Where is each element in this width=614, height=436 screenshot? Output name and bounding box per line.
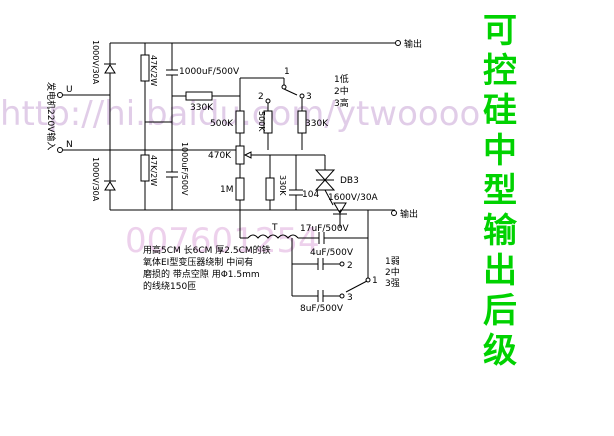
resistor-47k-bottom	[140, 154, 150, 182]
title-char-7: 出	[483, 251, 517, 291]
transformer-t: T	[247, 223, 299, 239]
output-terminal-top	[395, 40, 401, 46]
switch-top-n3: 3	[306, 92, 312, 102]
terminal-n-label: N	[66, 140, 73, 150]
switch-bottom-pole-3	[339, 293, 345, 299]
capacitor-8uf: 8uF/500V	[292, 290, 345, 314]
capacitor-4uf: 4uF/500V	[292, 248, 354, 270]
switch-top-pole-1	[281, 84, 287, 90]
resistor-330k-a	[185, 91, 213, 101]
switch-bottom-legend-3: 3强	[385, 278, 400, 289]
generator-input: 发电机220V输入 U N	[45, 82, 238, 153]
resistor-47k-bottom-label: 47K/2W	[149, 155, 158, 186]
title-char-4: 中	[483, 131, 517, 171]
watermark-number: 007601254	[125, 221, 320, 261]
capacitor-17uf-label: 17uF/500V	[300, 224, 350, 234]
switch-top-legend-2: 2中	[334, 85, 349, 97]
resistor-1m	[235, 177, 245, 201]
potentiometer-470k-label: 470K	[208, 151, 232, 161]
title-char-8: 后	[483, 291, 517, 331]
diode-bottom-label: 1000V/30A	[91, 157, 100, 202]
potentiometer-500k-label: 500K	[210, 119, 234, 129]
title-char-1: 可	[483, 11, 517, 51]
switch-top-pole-2	[265, 98, 271, 104]
winding-note-line-1: 用高5CM 长6CM 厚2.5CM的铁	[143, 244, 271, 256]
title-char-2: 控	[483, 51, 517, 91]
diode-bottom: 1000V/30A	[91, 157, 116, 202]
title-char-5: 型	[483, 171, 517, 211]
output-terminal-mid	[391, 210, 397, 216]
output-label-top: 输出	[404, 38, 422, 50]
switch-top-legend-1: 1低	[334, 73, 349, 85]
title-char-3: 硅	[483, 91, 517, 131]
potentiometer-500k	[235, 110, 245, 134]
diode-top: 1000V/30A	[91, 40, 116, 85]
resistor-500k-b	[263, 110, 273, 134]
winding-note: 用高5CM 长6CM 厚2.5CM的铁 氧体EI型变压器绕制 中间有 磨损的 带…	[143, 244, 271, 292]
winding-note-line-2: 氧体EI型变压器绕制 中间有	[143, 256, 253, 268]
switch-bottom-n1: 1	[372, 276, 378, 286]
resistor-1m-label: 1M	[220, 185, 234, 195]
switch-bottom-legend-2: 2中	[385, 266, 400, 278]
capacitor-104-label: 104	[302, 190, 319, 200]
switch-bottom-pole-2	[339, 261, 345, 267]
capacitor-top: 1000uF/500V	[166, 67, 240, 77]
resistor-330k-b-label: 330K	[305, 119, 329, 129]
capacitor-4uf-label: 4uF/500V	[310, 248, 354, 258]
resistor-330k-c	[265, 177, 275, 201]
switch-top-legend-3: 3高	[334, 97, 349, 109]
capacitor-8uf-label: 8uF/500V	[300, 304, 344, 314]
page-title: 可 控 硅 中 型 输 出 后 级	[483, 11, 518, 371]
title-char-6: 输	[483, 211, 518, 251]
capacitor-top-label: 1000uF/500V	[179, 67, 240, 77]
terminal-n	[57, 147, 63, 153]
output-label-mid: 输出	[400, 208, 418, 220]
winding-note-line-3: 磨损的 带点空隙 用Φ1.5mm	[143, 268, 260, 280]
potentiometer-470k-wiper	[243, 151, 252, 159]
scr-label: 1600V/30A	[328, 193, 379, 203]
title-char-9: 级	[483, 331, 517, 371]
capacitor-bottom-label: 1000uF/500V	[180, 142, 189, 196]
switch-top-n2: 2	[258, 92, 264, 102]
switch-bottom-n3: 3	[347, 293, 353, 303]
switch-top-n1: 1	[284, 67, 290, 77]
winding-note-line-4: 的线绕150匝	[143, 280, 196, 292]
switch-bottom-n2: 2	[347, 261, 353, 271]
scr-thyristor: 1600V/30A	[324, 189, 379, 215]
resistor-330k-c-label: 330K	[278, 175, 287, 196]
diode-top-label: 1000V/30A	[91, 40, 100, 85]
transformer-t-label: T	[271, 223, 278, 233]
switch-top-pole-3	[299, 93, 305, 99]
resistor-330k-b	[297, 110, 307, 134]
diac-db3: DB3	[314, 155, 359, 191]
diac-db3-label: DB3	[340, 176, 359, 186]
capacitor-bottom: 1000uF/500V	[166, 142, 189, 196]
terminal-u	[57, 92, 63, 98]
resistor-47k-top-label: 47K/2W	[149, 55, 158, 86]
switch-bottom: 1 2 3 1弱 2中 3强	[345, 238, 400, 303]
capacitor-17uf: 17uF/500V	[300, 224, 350, 244]
resistor-47k-top	[140, 54, 150, 82]
resistor-330k-a-label: 330K	[190, 103, 214, 113]
terminal-u-label: U	[66, 85, 73, 95]
generator-input-label: 发电机220V输入	[45, 82, 57, 150]
resistor-500k-b-label: 500K	[257, 111, 266, 132]
potentiometer-470k	[235, 145, 245, 165]
switch-bottom-legend-1: 1弱	[385, 256, 400, 267]
